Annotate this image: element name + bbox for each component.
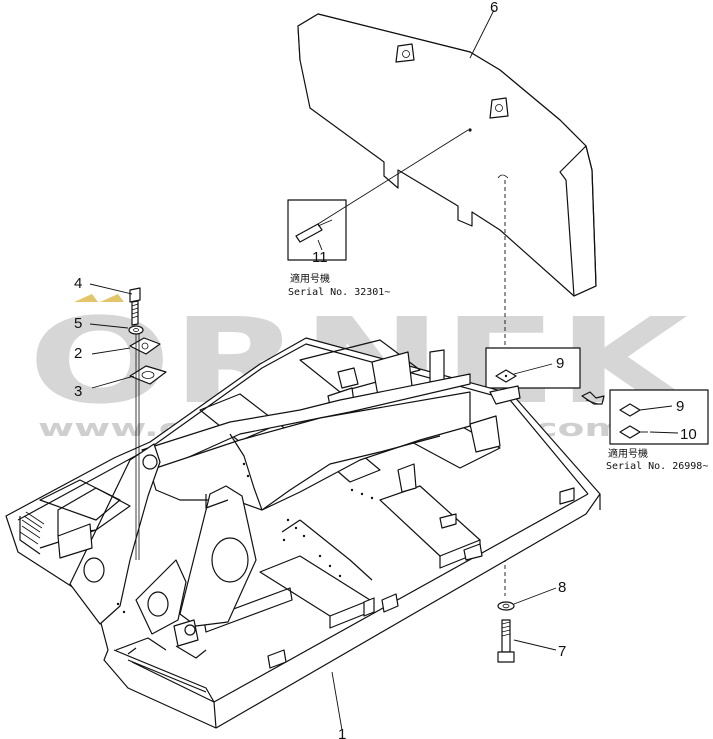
serial-label-jp: 適用号機 (608, 447, 648, 460)
callout-4: 4 (74, 275, 82, 292)
counterweight (297, 13, 597, 297)
frame-hole-pattern (116, 462, 374, 614)
callout-5: 5 (74, 315, 82, 332)
cover-plate-assembly (128, 287, 167, 560)
detail-box-screw (287, 129, 469, 261)
revolving-frame (5, 337, 601, 729)
callout-8: 8 (558, 579, 566, 596)
leader-lines (89, 9, 557, 731)
callout-2: 2 (74, 345, 82, 362)
callout-9: 9 (556, 355, 564, 372)
callout-7: 7 (558, 643, 566, 660)
callout-1: 1 (338, 726, 346, 739)
callout-6: 6 (490, 0, 498, 16)
serial-label-jp: 適用号機 (290, 272, 330, 285)
serial-note-a: 適用号機 Serial No. 32301~ (288, 272, 390, 298)
callout-10: 10 (680, 426, 697, 443)
callout-11: 11 (312, 249, 328, 266)
serial-number-label: Serial No. 26998~ (606, 461, 708, 472)
callout-9-alt: 9 (676, 398, 684, 415)
callout-3: 3 (74, 383, 82, 400)
serial-number-label: Serial No. 32301~ (288, 287, 390, 298)
watermark-accent-icon (74, 294, 98, 302)
watermark-accent-icon (100, 294, 124, 302)
counterweight-bolt-assembly (497, 601, 515, 663)
callout-labels: 1 2 3 4 5 6 7 8 9 9 10 11 (74, 0, 697, 739)
serial-note-b: 適用号機 Serial No. 26998~ (606, 447, 708, 472)
detail-box-washer (485, 347, 581, 389)
detail-arrow-icon (581, 391, 605, 405)
detail-box-washer-shim (609, 389, 709, 445)
